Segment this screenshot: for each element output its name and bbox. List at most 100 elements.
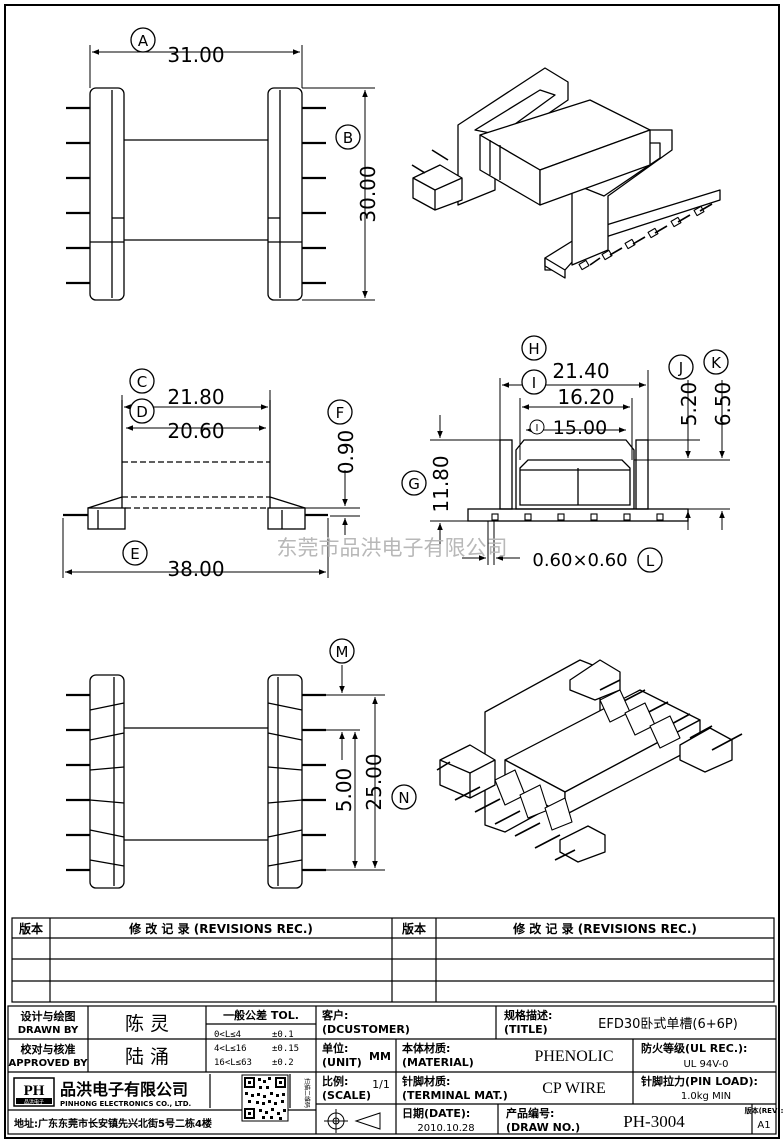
tol-row-1-range: 4<L≤16 xyxy=(214,1044,247,1054)
callout-f-circle xyxy=(327,399,353,425)
approved-by-value: 陆 涌 xyxy=(125,1046,169,1068)
callout-m-circle xyxy=(329,638,355,664)
material-label-cn: 本体材质: xyxy=(402,1041,450,1055)
drawn-by-value: 陈 灵 xyxy=(125,1013,169,1035)
callout-c-circle xyxy=(129,368,155,394)
title-label-en: (TITLE) xyxy=(504,1023,548,1036)
callout-n: N xyxy=(398,789,409,807)
revisions-table xyxy=(11,917,775,1003)
dim-e xyxy=(62,518,329,578)
side-view xyxy=(467,439,689,522)
rev-col-record-2: 修 改 记 录 (REVISIONS REC.) xyxy=(512,921,697,936)
callout-k: K xyxy=(711,354,722,372)
terminal-label-cn: 针脚材质: xyxy=(402,1074,450,1088)
company-logo-sub: 品洪电子 xyxy=(24,1099,44,1106)
dim-b xyxy=(302,87,375,301)
callout-i-circle xyxy=(521,369,547,395)
terminal-label-en: (TERMINAL MAT.) xyxy=(402,1089,508,1102)
callout-j-circle xyxy=(668,354,694,380)
callout-e-circle xyxy=(122,540,148,566)
date-value: 2010.10.28 xyxy=(417,1123,474,1134)
dim-j-value: 5.20 xyxy=(677,382,701,427)
callout-k-circle xyxy=(703,349,729,375)
dim-a xyxy=(89,45,303,88)
approved-label-en: APPROVED BY xyxy=(9,1058,89,1069)
rev-value: A1 xyxy=(757,1120,770,1131)
customer-label-en: (DCUSTOMER) xyxy=(322,1023,410,1036)
dim-f-value: 0.90 xyxy=(334,430,358,475)
tol-title: 一般公差 TOL. xyxy=(223,1008,299,1022)
tol-row-2-range: 16<L≤63 xyxy=(214,1058,252,1068)
dim-g xyxy=(430,415,500,545)
callout-e: E xyxy=(130,545,139,563)
top-view-left-pins xyxy=(66,106,90,285)
title-block-grid xyxy=(7,1005,777,1135)
dim-m xyxy=(326,665,385,871)
callout-h: H xyxy=(528,340,539,358)
callout-l-circle xyxy=(637,547,663,573)
front-view xyxy=(63,400,328,530)
title-value: EFD30卧式单槽(6+6P) xyxy=(598,1017,738,1032)
company-name-en: PINHONG ELECTRONICS CO., LTD. xyxy=(60,1100,191,1108)
terminal-value: CP WIRE xyxy=(542,1080,606,1097)
callout-g: G xyxy=(408,475,420,493)
dim-g-value: 11.80 xyxy=(429,455,453,512)
iso-view-2 xyxy=(436,659,743,863)
rev-col-version: 版本 xyxy=(19,921,43,936)
qr-caption: 扫描二维码 xyxy=(303,1078,311,1108)
rev-label: 版本(REV): xyxy=(745,1106,784,1115)
company-name-cn: 品洪电子有限公司 xyxy=(60,1080,188,1099)
drawn-by-label-cn: 设计与绘图 xyxy=(21,1009,76,1023)
callout-n-circle xyxy=(391,784,417,810)
approved-label-cn: 校对与核准 xyxy=(21,1042,76,1056)
unit-label-cn: 单位: xyxy=(322,1041,348,1055)
callout-i-inline-circle xyxy=(529,419,545,435)
callout-l: L xyxy=(646,552,655,570)
rev-col-record: 修 改 记 录 (REVISIONS REC.) xyxy=(128,921,313,936)
dim-i xyxy=(519,398,633,460)
company-address: 地址:广东东莞市长安镇先兴北街5号二栋4楼 xyxy=(14,1117,212,1130)
tol-row-1-value: ±0.15 xyxy=(272,1044,299,1054)
ul-value: UL 94V-0 xyxy=(683,1059,728,1070)
date-label: 日期(DATE): xyxy=(402,1106,470,1120)
material-label-en: (MATERIAL) xyxy=(402,1056,474,1069)
watermark: 东莞市品洪电子有限公司 xyxy=(277,536,508,560)
scale-label-cn: 比例: xyxy=(322,1074,348,1088)
drawno-label-cn: 产品编号: xyxy=(506,1106,554,1120)
bottom-view xyxy=(66,674,326,889)
sheet-border xyxy=(4,4,780,1139)
dim-a-value: 31.00 xyxy=(167,43,224,67)
dim-f xyxy=(305,470,360,535)
pinload-label: 针脚拉力(PIN LOAD): xyxy=(641,1074,758,1088)
company-logo xyxy=(13,1077,55,1107)
callout-i: I xyxy=(532,374,536,392)
dim-l-value: 0.60×0.60 xyxy=(532,550,627,571)
dim-i-inner-value: 15.00 xyxy=(553,417,607,439)
material-value: PHENOLIC xyxy=(534,1048,613,1065)
dim-e-value: 38.00 xyxy=(167,557,224,581)
customer-label-cn: 客户: xyxy=(321,1008,348,1022)
top-view-right-pins xyxy=(302,106,326,285)
scale-label-en: (SCALE) xyxy=(322,1089,371,1102)
iso-view-1 xyxy=(411,67,721,279)
qr-code-icon xyxy=(241,1074,289,1122)
dim-b-value: 30.00 xyxy=(356,165,380,222)
dim-k-value: 6.50 xyxy=(711,382,735,427)
dim-j xyxy=(634,380,730,530)
scale-value: 1/1 xyxy=(372,1078,390,1091)
callout-c: C xyxy=(137,373,147,391)
drawno-value: PH-3004 xyxy=(623,1112,685,1131)
callout-i-inline: I xyxy=(536,423,539,434)
drawn-by-label-en: DRAWN BY xyxy=(18,1025,79,1036)
callout-d-circle xyxy=(129,398,155,424)
pinload-value: 1.0kg MIN xyxy=(681,1091,731,1102)
unit-label-en: (UNIT) xyxy=(322,1056,362,1069)
callout-g-circle xyxy=(401,470,427,496)
dim-l xyxy=(462,521,520,565)
callout-d: D xyxy=(136,403,148,421)
tol-row-0-range: 0<L≤4 xyxy=(214,1030,241,1040)
dim-c-value: 21.80 xyxy=(167,385,224,409)
callout-b-circle xyxy=(335,124,361,150)
drawno-label-en: (DRAW NO.) xyxy=(506,1121,580,1134)
